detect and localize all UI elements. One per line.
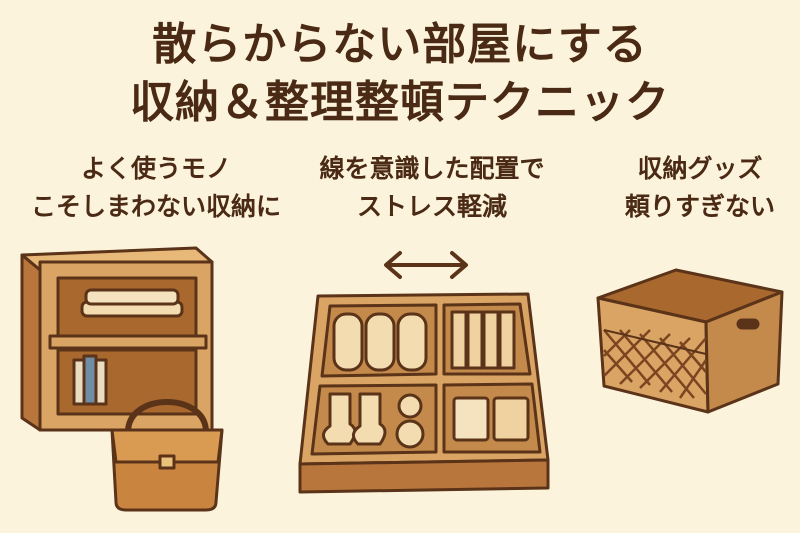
tip-frequently-used-line1: よく使うモノ <box>80 154 231 183</box>
tip-flow-layout: 線を意識した配置で ストレス軽減 <box>282 150 582 226</box>
tip-frequently-used-line2: こそしまわない収納に <box>30 192 281 221</box>
tip-flow-layout-line1: 線を意識した配置で <box>319 154 545 183</box>
tip-frequently-used: よく使うモノ こそしまわない収納に <box>6 150 306 226</box>
wicker-basket-icon <box>596 268 784 414</box>
tip-storage-goods-line2: 頼りすぎない <box>624 192 775 221</box>
page-title-line2: 収納＆整理整頓テクニック <box>130 77 670 128</box>
page-title-line1: 散らからない部屋にする <box>152 19 648 70</box>
drawer-organizer-icon <box>298 292 550 494</box>
tip-storage-goods: 収納グッズ 頼りすぎない <box>600 150 800 226</box>
tip-flow-layout-line2: ストレス軽減 <box>356 192 507 221</box>
handbag-icon <box>110 399 224 512</box>
tip-storage-goods-line1: 収納グッズ <box>637 154 763 183</box>
double-arrow-icon <box>384 251 468 279</box>
bookshelf-icon <box>20 246 214 432</box>
